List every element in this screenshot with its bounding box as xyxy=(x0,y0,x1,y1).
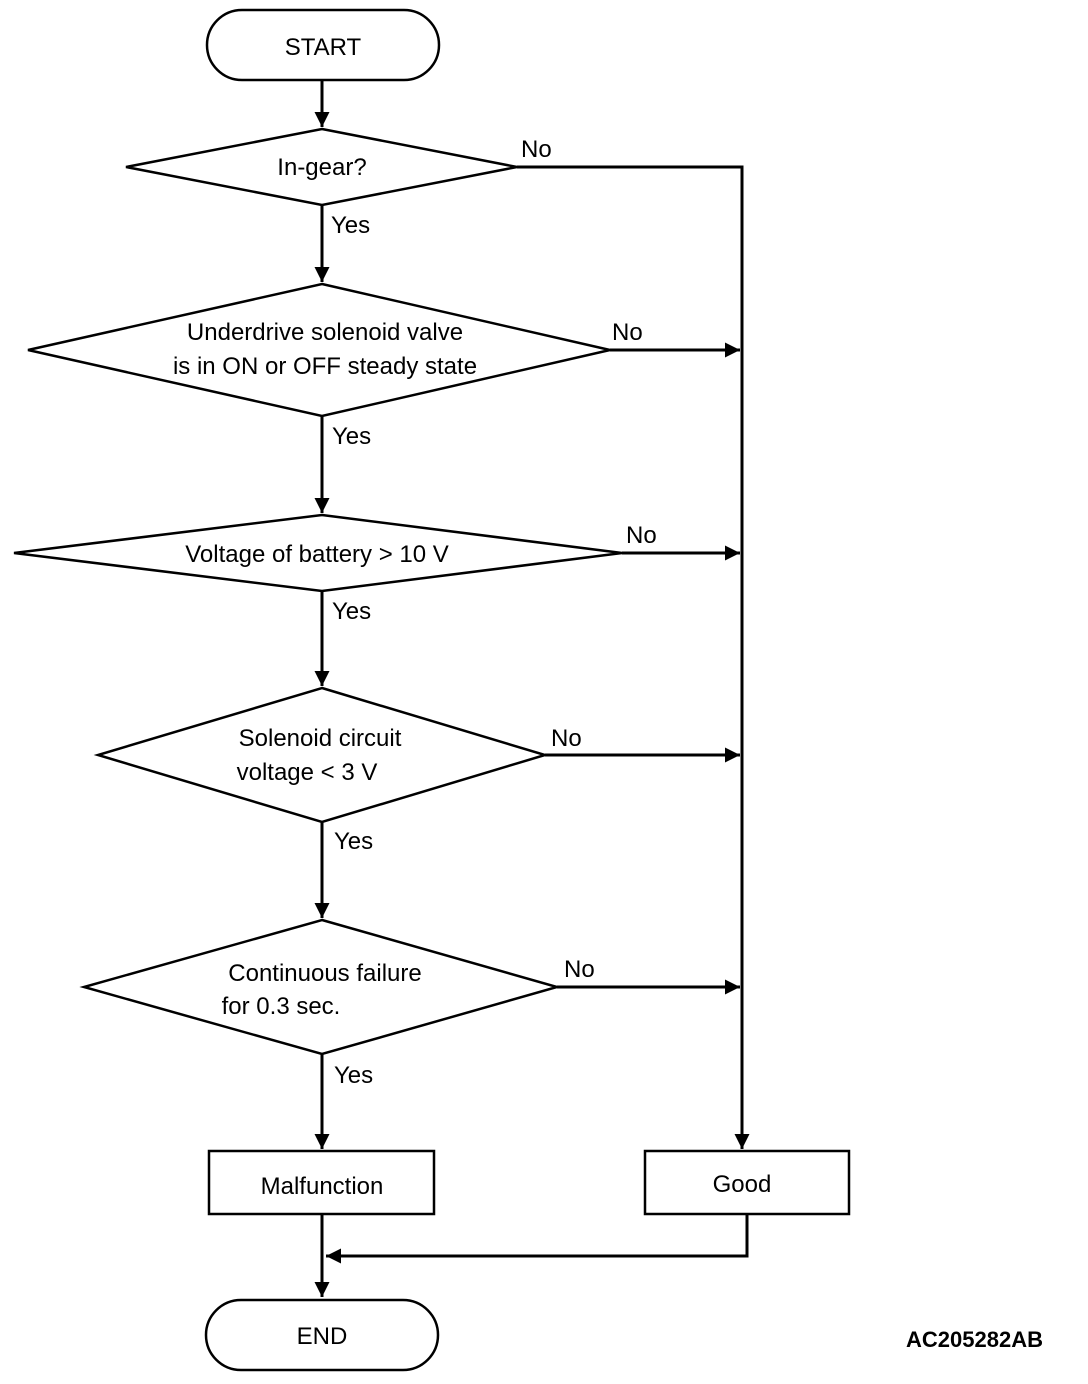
good-label: Good xyxy=(713,1171,772,1198)
figure-code: AC205282AB xyxy=(906,1327,1043,1352)
decision-4-text-line-2: voltage < 3 V xyxy=(237,759,378,786)
decision-4-no-label: No xyxy=(551,725,582,752)
decision-underdrive-solenoid-state: Underdrive solenoid valve is in ON or OF… xyxy=(27,282,611,418)
decision-2-no-label: No xyxy=(612,319,643,346)
decision-3-text: Voltage of battery > 10 V xyxy=(185,541,449,568)
malfunction-label: Malfunction xyxy=(261,1173,384,1200)
connector-good-to-end xyxy=(326,1214,749,1264)
decision-2-text-line-1: Underdrive solenoid valve xyxy=(187,319,463,346)
decision-5-no-label: No xyxy=(564,956,595,983)
decision-5-text-line-2: for 0.3 sec. xyxy=(222,993,341,1020)
decision-battery-voltage: Voltage of battery > 10 V xyxy=(13,513,623,593)
decision-in-gear: In-gear? xyxy=(125,127,518,207)
decision-1-text: In-gear? xyxy=(277,154,366,181)
no-branch-bus-to-good xyxy=(517,165,750,1149)
end-label: END xyxy=(297,1323,348,1350)
decision-continuous-failure: Continuous failure for 0.3 sec. xyxy=(79,918,562,1056)
start-label: START xyxy=(285,34,362,61)
decision-1-yes-label: Yes xyxy=(331,212,370,239)
decision-3-yes-label: Yes xyxy=(332,598,371,625)
decision-5-yes-label: Yes xyxy=(334,1062,373,1089)
end-terminal: END xyxy=(204,1298,440,1372)
decision-2-yes-label: Yes xyxy=(332,423,371,450)
decision-solenoid-circuit-voltage: Solenoid circuit voltage < 3 V xyxy=(93,686,550,824)
start-terminal: START xyxy=(205,8,441,82)
decision-2-text-line-2: is in ON or OFF steady state xyxy=(173,353,477,380)
malfunction-box: Malfunction xyxy=(207,1149,436,1216)
decision-5-text-line-1: Continuous failure xyxy=(228,960,421,987)
decision-4-yes-label: Yes xyxy=(334,828,373,855)
good-box: Good xyxy=(643,1149,851,1216)
decision-4-text-line-1: Solenoid circuit xyxy=(239,725,402,752)
decision-1-no-label: No xyxy=(521,136,552,163)
decision-3-no-label: No xyxy=(626,522,657,549)
